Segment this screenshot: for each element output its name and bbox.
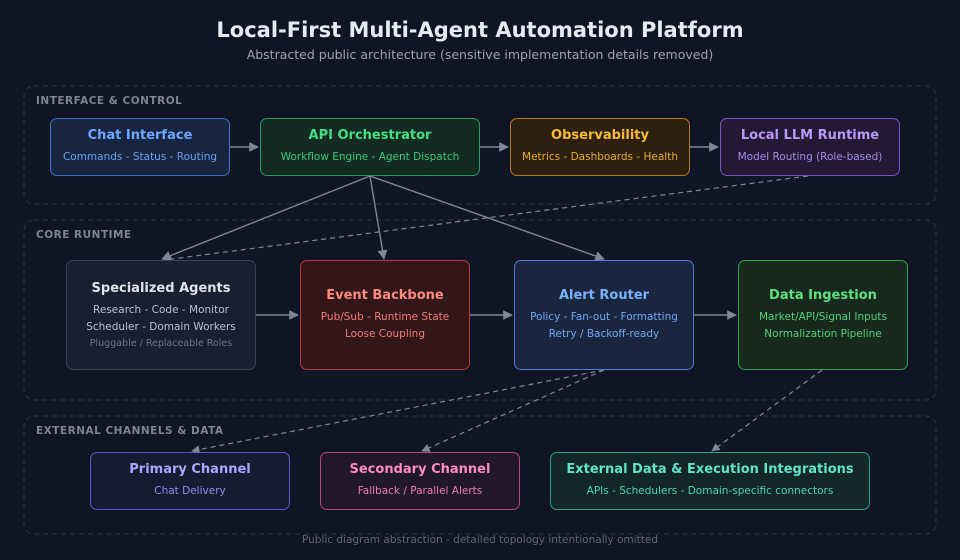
node-detail: Normalization Pipeline [764,327,882,340]
edge-ingest-extdata [711,369,823,452]
edge-api-event [369,175,388,260]
section-label-external: EXTERNAL CHANNELS & DATA [36,425,224,437]
node-external-integrations[interactable]: External Data & Execution Integrations A… [550,452,870,510]
node-detail: Policy - Fan-out - Formatting [530,310,678,323]
node-specialized-agents[interactable]: Specialized Agents Research - Code - Mon… [66,260,256,370]
section-interface-frame [23,85,937,205]
node-note: Pluggable / Replaceable Roles [89,338,233,349]
node-secondary-channel[interactable]: Secondary Channel Fallback / Parallel Al… [320,452,520,510]
node-local-llm-runtime[interactable]: Local LLM Runtime Model Routing (Role-ba… [720,118,900,176]
edge-api-alert [369,175,605,261]
diagram-subtitle: Abstracted public architecture (sensitiv… [246,47,714,62]
node-title: External Data & Execution Integrations [566,462,854,477]
node-title: Data Ingestion [769,287,877,303]
node-title: API Orchestrator [308,128,432,143]
section-label-interface: INTERFACE & CONTROL [36,95,183,107]
node-event-backbone[interactable]: Event Backbone Pub/Sub - Runtime State L… [300,260,470,370]
node-title: Primary Channel [129,462,251,477]
node-detail: APIs - Schedulers - Domain-specific conn… [586,485,834,497]
edge-api-agents [161,175,371,261]
diagram-title: Local-First Multi-Agent Automation Platf… [216,18,744,42]
edge-alert-primary [191,369,605,454]
node-detail: Scheduler - Domain Workers [86,321,236,333]
node-detail: Model Routing (Role-based) [737,151,883,163]
node-detail: Chat Delivery [154,485,226,497]
node-title: Observability [551,128,649,143]
node-detail: Loose Coupling [344,327,425,340]
node-chat-interface[interactable]: Chat Interface Commands - Status - Routi… [50,118,230,176]
section-external-frame [23,415,937,535]
section-core-frame [23,219,937,401]
node-detail: Fallback / Parallel Alerts [357,485,483,497]
edge-llm-agents [163,175,809,264]
node-title: Chat Interface [87,128,193,143]
node-title: Event Backbone [326,287,444,303]
node-title: Local LLM Runtime [740,128,880,143]
node-detail: Workflow Engine - Agent Dispatch [280,151,460,163]
section-label-core: CORE RUNTIME [36,229,132,241]
node-alert-router[interactable]: Alert Router Policy - Fan-out - Formatti… [514,260,694,370]
node-detail: Market/API/Signal Inputs [758,310,888,323]
node-observability[interactable]: Observability Metrics - Dashboards - Hea… [510,118,690,176]
node-title: Specialized Agents [91,281,231,296]
node-primary-channel[interactable]: Primary Channel Chat Delivery [90,452,290,510]
node-detail: Metrics - Dashboards - Health [522,151,678,163]
node-title: Secondary Channel [349,462,491,477]
node-data-ingestion[interactable]: Data Ingestion Market/API/Signal Inputs … [738,260,908,370]
edge-alert-secondary [421,369,605,452]
node-api-orchestrator[interactable]: API Orchestrator Workflow Engine - Agent… [260,118,480,176]
node-detail: Commands - Status - Routing [62,151,218,163]
node-detail: Pub/Sub - Runtime State [320,310,450,323]
node-title: Alert Router [558,287,650,303]
node-detail: Retry / Backoff-ready [548,327,660,340]
node-detail: Research - Code - Monitor [93,304,229,316]
footer-note: Public diagram abstraction - detailed to… [301,534,659,546]
